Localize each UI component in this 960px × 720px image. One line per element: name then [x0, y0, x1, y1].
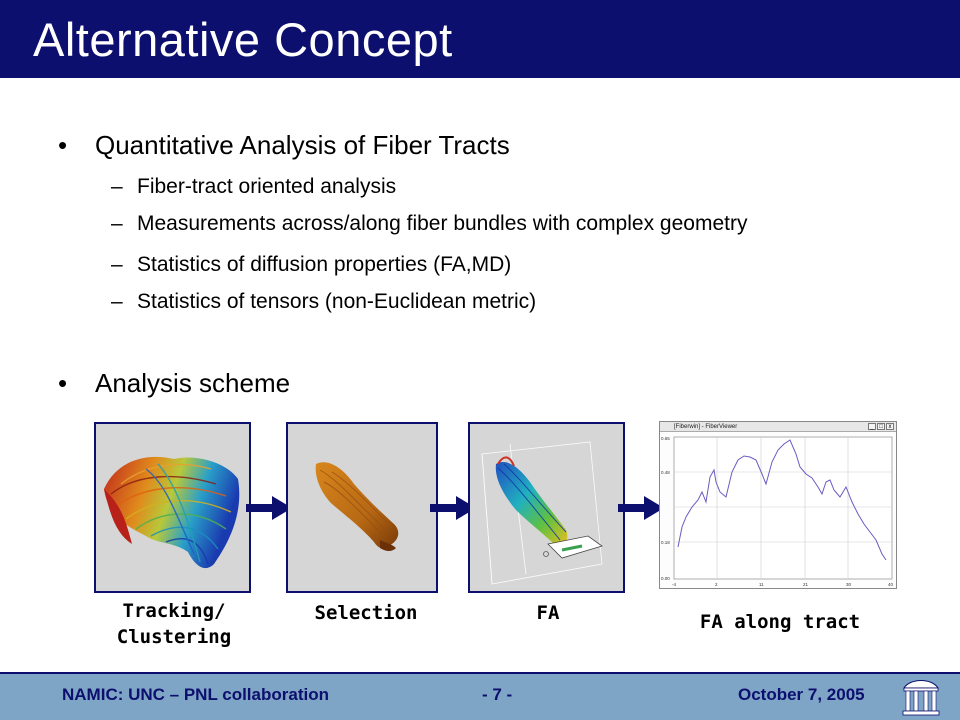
fa-panel — [468, 422, 625, 593]
subitem-text: Statistics of tensors (non-Euclidean met… — [137, 290, 537, 313]
caption-tracking-line2: Clustering — [116, 626, 232, 648]
bullet-quantitative-analysis: • Quantitative Analysis of Fiber Tracts — [58, 130, 510, 161]
minimize-button[interactable]: _ — [868, 423, 876, 430]
arrow-right-1 — [246, 496, 292, 520]
caption-tracking-line1: Tracking/ — [122, 600, 226, 622]
fa-along-tract-plot: 0.65 0.48 0.18 0.00 -4 2 11 21 30 40 — [661, 436, 894, 587]
dash-glyph: – — [111, 175, 123, 198]
window-title-bar: [Fiberwin] - FiberViewer _ □ x — [660, 422, 896, 432]
footer-bar: NAMIC: UNC – PNL collaboration - 7 - Oct… — [0, 672, 960, 720]
fa-colored-bundle-image — [481, 441, 603, 585]
y-tick-label: 0.65 — [661, 436, 670, 441]
subitem-4: – Statistics of tensors (non-Euclidean m… — [111, 290, 537, 314]
footer-date: October 7, 2005 — [738, 685, 865, 704]
footer-left-text: NAMIC: UNC – PNL collaboration — [62, 685, 329, 704]
subitem-3: – Statistics of diffusion properties (FA… — [111, 253, 512, 277]
slide-title: Alternative Concept — [33, 13, 453, 66]
caption-fa: FA — [536, 602, 560, 624]
bullet-dot: • — [58, 368, 68, 398]
maximize-button[interactable]: □ — [877, 423, 885, 430]
arrow-right-2 — [430, 496, 476, 520]
window-title: [Fiberwin] - FiberViewer — [674, 424, 738, 430]
caption-selection: Selection — [314, 602, 418, 624]
footer-page-number: - 7 - — [482, 685, 513, 704]
subitem-text: Statistics of diffusion properties (FA,M… — [137, 253, 512, 276]
caption-tracking: Tracking/ Clustering — [94, 598, 254, 650]
y-tick-label: 0.48 — [661, 470, 670, 475]
bullet-text: Analysis scheme — [95, 368, 291, 398]
university-logo — [902, 680, 940, 716]
tracking-clustering-panel — [94, 422, 251, 593]
subitem-text: Fiber-tract oriented analysis — [137, 175, 397, 198]
bullet-dot: • — [58, 130, 68, 160]
subitem-text: Measurements across/along fiber bundles … — [137, 212, 748, 235]
dash-glyph: – — [111, 290, 123, 313]
x-tick-label: -4 — [672, 582, 676, 587]
y-tick-label: 0.00 — [661, 576, 670, 581]
dash-glyph: – — [111, 212, 123, 235]
subitem-1: – Fiber-tract oriented analysis — [111, 175, 397, 199]
x-tick-label: 21 — [803, 582, 809, 587]
arrow-right-3 — [618, 496, 664, 520]
y-tick-label: 0.18 — [661, 540, 670, 545]
selected-fiber-bundle-image — [315, 462, 399, 551]
fa-curve — [677, 439, 887, 561]
x-tick-label: 30 — [846, 582, 852, 587]
dash-glyph: – — [111, 253, 123, 276]
bullet-analysis-scheme: • Analysis scheme — [58, 368, 291, 399]
x-tick-label: 11 — [759, 582, 764, 587]
x-tick-label: 2 — [715, 582, 718, 587]
title-bar: Alternative Concept — [0, 0, 960, 78]
bullet-text: Quantitative Analysis of Fiber Tracts — [95, 130, 510, 160]
subitem-2: – Measurements across/along fiber bundle… — [111, 212, 748, 236]
selection-panel — [286, 422, 438, 593]
fiberviewer-window: [Fiberwin] - FiberViewer _ □ x 0.65 0.48… — [659, 421, 897, 589]
caption-fa-along-tract: FA along tract — [699, 611, 861, 633]
x-tick-label: 40 — [888, 582, 894, 587]
fiber-bundle-multicolor-image — [104, 456, 240, 569]
close-button[interactable]: x — [886, 423, 894, 430]
